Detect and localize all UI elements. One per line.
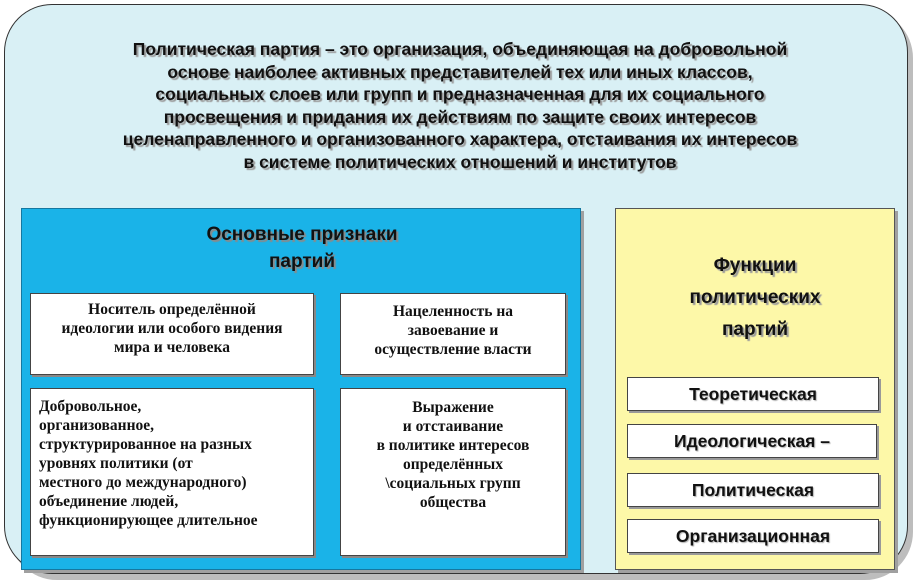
- functions-title-line: Функции: [713, 255, 797, 276]
- card-line: осуществление власти: [374, 341, 532, 358]
- functions-title-line: партий: [721, 319, 789, 340]
- definition-line: просвещения и придания их действиям по з…: [163, 106, 757, 127]
- card-line: структурированное на разных: [39, 436, 252, 453]
- definition-line: в системе политических отношений и инсти…: [243, 151, 677, 172]
- function-ideological: Идеологическая –: [627, 424, 877, 458]
- card-line: мира и человека: [114, 339, 230, 356]
- features-title-line: Основные признаки: [206, 224, 398, 245]
- card-line: функционирующее длительное: [39, 512, 258, 529]
- features-title: Основные признаки партий: [22, 221, 582, 275]
- card-line: Нацеленность на: [392, 303, 514, 320]
- card-line: и отстаивание: [402, 418, 504, 435]
- functions-title: Функции политических партий: [615, 250, 895, 346]
- card-line: организованное,: [39, 417, 155, 434]
- function-theoretical: Теоретическая: [627, 377, 879, 411]
- card-line: местного до международного): [39, 474, 247, 491]
- card-line: общества: [419, 494, 487, 511]
- card-line: Добровольное,: [39, 398, 142, 415]
- card-line: Выражение: [412, 399, 494, 416]
- card-line: объединение людей,: [39, 493, 179, 510]
- card-line: идеологии или особого видения: [61, 320, 283, 337]
- card-line: завоевание и: [407, 322, 499, 339]
- definition-line: целенаправленного и организованного хара…: [122, 129, 798, 149]
- features-title-line: партий: [268, 251, 336, 272]
- function-political: Политическая: [627, 473, 879, 507]
- feature-card-interests: Выражение и отстаивание в политике интер…: [340, 388, 566, 556]
- card-line: определённых: [403, 456, 503, 473]
- card-line: Носитель определённой: [88, 301, 256, 318]
- functions-title-line: политических: [689, 287, 821, 308]
- feature-card-organization: Добровольное, организованное, структурир…: [30, 388, 314, 556]
- card-line: уровнях политики (от: [39, 455, 193, 472]
- feature-card-ideology: Носитель определённой идеологии или особ…: [30, 293, 314, 375]
- definition-line: основе наиболее активных представителей …: [167, 61, 753, 82]
- definition-line: социальных слоев или групп и предназначе…: [155, 84, 765, 104]
- card-line: в политике интересов: [376, 437, 530, 454]
- party-definition: Политическая партия – это организация, о…: [30, 38, 890, 173]
- card-line: \социальных групп: [385, 475, 521, 492]
- function-organizational: Организационная: [627, 519, 879, 553]
- feature-card-power: Нацеленность на завоевание и осуществлен…: [340, 293, 566, 375]
- definition-line: Политическая партия – это организация, о…: [132, 39, 788, 59]
